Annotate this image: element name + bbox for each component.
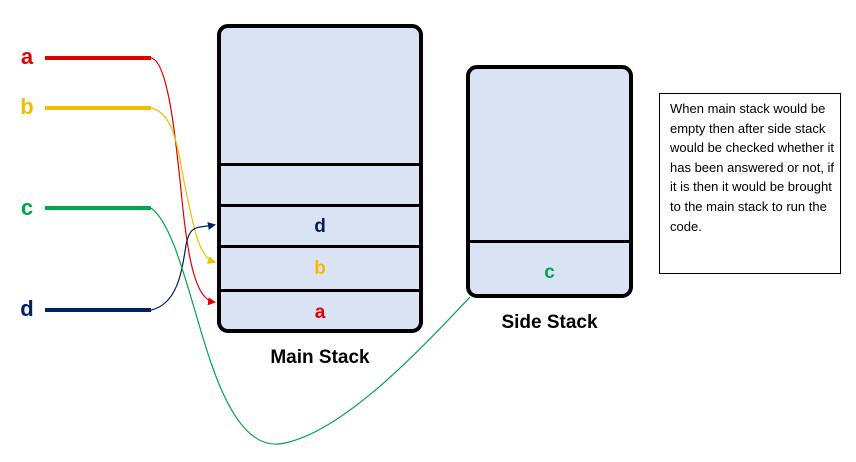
connector-a-to-main-stack — [150, 57, 216, 306]
main-stack-slot-d: d — [314, 216, 326, 237]
input-line-c — [45, 206, 151, 210]
main-stack-divider — [221, 163, 419, 166]
side-stack-slot-c: c — [544, 262, 555, 283]
side-stack: c — [466, 65, 633, 298]
connector-d-to-main-stack — [150, 222, 216, 311]
main-stack-divider — [221, 245, 419, 248]
input-label-d: d — [20, 296, 34, 321]
note-text-box: When main stack would be empty then afte… — [659, 93, 841, 274]
main-stack: d b a — [217, 24, 423, 333]
connector-b-to-main-stack — [150, 107, 216, 264]
main-stack-title: Main Stack — [270, 347, 370, 368]
input-label-a: a — [20, 44, 34, 69]
input-line-a — [45, 56, 151, 60]
connector-c-to-side-stack — [150, 207, 471, 445]
input-label-c: c — [20, 195, 34, 220]
main-stack-divider — [221, 289, 419, 292]
input-line-d — [45, 308, 151, 312]
side-stack-title: Side Stack — [501, 312, 598, 333]
input-line-b — [45, 106, 151, 110]
side-stack-divider — [470, 240, 629, 243]
main-stack-slot-a: a — [314, 302, 326, 323]
main-stack-divider — [221, 204, 419, 207]
input-label-b: b — [20, 94, 34, 119]
main-stack-slot-b: b — [314, 258, 326, 279]
